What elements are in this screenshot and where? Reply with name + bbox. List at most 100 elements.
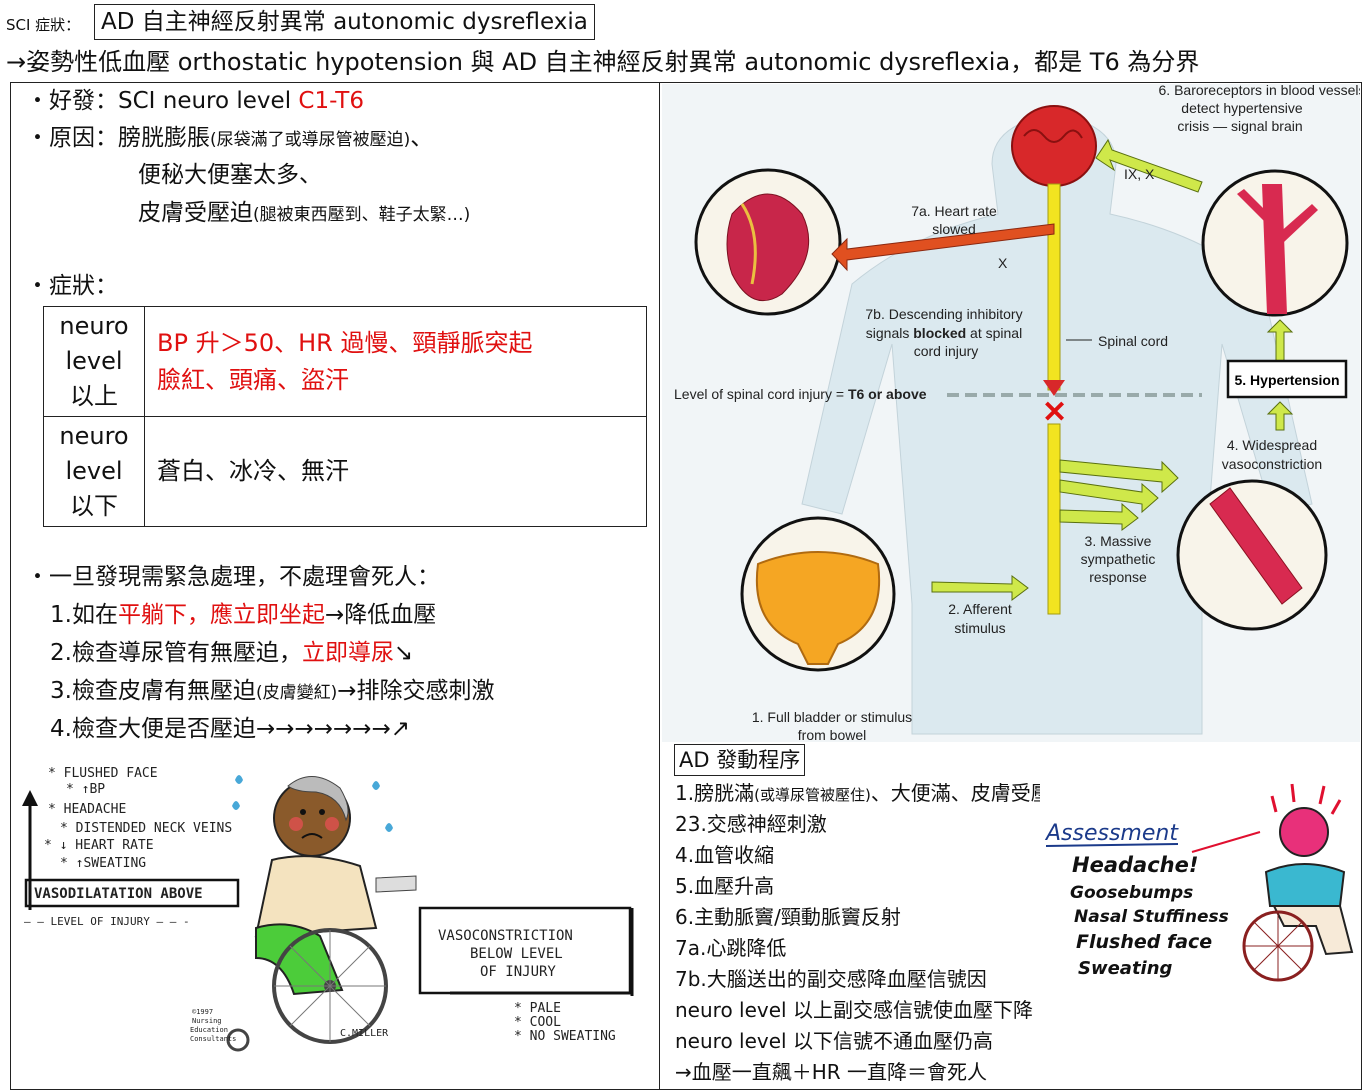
green-arrow-icon	[1095, 138, 1203, 193]
step-note: (皮膚變紅)	[255, 683, 338, 703]
assessment-sketch: Assessment Headache! Goosebumps Nasal St…	[1040, 776, 1360, 992]
emergency-step-1: 1.如在平躺下，應立即坐起→降低血壓	[50, 596, 436, 634]
diagram-label: detect hypertensive	[1181, 100, 1303, 116]
green-arrow-icon	[931, 575, 1029, 601]
cartoon-note: * ↓ HEART RATE	[44, 838, 154, 853]
green-arrow-icon	[1059, 459, 1179, 494]
page-subtitle: →姿勢性低血壓 orthostatic hypotension 與 AD 自主神…	[6, 48, 1200, 76]
onset-text: SCI neuro level	[118, 88, 299, 114]
assessment-title: Assessment	[1044, 821, 1179, 846]
sweat-drop-icon	[235, 775, 243, 784]
ad-step-conclusion: →血壓一直飆＋HR 一直降＝會死人	[675, 1060, 988, 1084]
onset-line: ・好發：SCI neuro level C1-T6	[26, 82, 364, 120]
ad-step-23: 23.交感神經刺激	[675, 812, 827, 836]
sketch-shirt	[1264, 863, 1346, 907]
cause-skin: 皮膚受壓迫	[138, 200, 253, 226]
diagram-label: sympathetic	[1081, 551, 1156, 567]
symptom-table: neuro level 以上 BP 升＞50、HR 過慢、頸靜脈突起 臉紅、頭痛…	[43, 306, 647, 527]
assessment-item: Nasal Stuffiness	[1074, 907, 1229, 927]
ad-pathway-diagram: ✕ 5. Hypertension 6. Baroreceptors in bl…	[662, 84, 1360, 742]
above-symptoms-line: BP 升＞50、HR 過慢、頸靜脈突起	[157, 328, 533, 357]
ad-step-7a: 7a.心跳降低	[675, 936, 787, 960]
vasoconstriction-label: VASOCONSTRICTION	[438, 928, 573, 944]
spinal-cord	[1047, 183, 1061, 391]
sketch-head	[1279, 807, 1329, 857]
vasoconstriction-label: OF INJURY	[480, 964, 556, 980]
column-divider	[659, 82, 660, 1090]
diagram-label: 1. Full bladder or stimulus	[752, 709, 912, 725]
ad-step-1: 1.膀胱滿(或導尿管被壓住)、大便滿、皮膚受壓迫	[675, 778, 1071, 811]
up-arrow-icon	[22, 790, 38, 806]
table-row: neuro level 以上 BP 升＞50、HR 過慢、頸靜脈突起 臉紅、頭痛…	[43, 306, 647, 417]
cartoon-note: * HEADACHE	[48, 802, 126, 817]
diagram-label: crisis — signal brain	[1177, 118, 1302, 134]
assessment-item: Headache!	[1072, 853, 1198, 877]
credit-text: Consultants	[190, 1035, 236, 1043]
desc-part: at spinal	[966, 325, 1022, 341]
cartoon-note: * DISTENDED NECK VEINS	[60, 821, 232, 836]
block-x-icon: ✕	[1042, 396, 1067, 429]
symptom-label: ・症狀：	[26, 273, 118, 299]
diagram-label: signals blocked at spinal	[866, 325, 1022, 341]
ad-step-note-above: neuro level 以上副交感信號使血壓下降	[675, 998, 1033, 1022]
step-highlight: 平躺下，應立即坐起	[117, 602, 325, 628]
cartoon-note: * FLUSHED FACE	[48, 766, 158, 781]
cartoon-note: * PALE	[514, 1001, 561, 1016]
sweat-drop-icon	[372, 781, 380, 790]
assessment-item: Goosebumps	[1070, 883, 1193, 903]
diagram-label: from bowel	[798, 727, 866, 742]
emergency-intro: ・一旦發現需緊急處理，不處理會死人：	[26, 564, 440, 590]
level-word: neuro	[59, 312, 129, 340]
vasoconstriction-label: BELOW LEVEL	[470, 946, 563, 962]
diagram-label: Spinal cord	[1098, 333, 1168, 349]
cause-label: ・原因：	[26, 125, 118, 151]
content-frame	[10, 82, 1362, 1090]
patient-shirt	[254, 855, 378, 938]
cartoon-note: * COOL	[514, 1015, 561, 1030]
diagram-label: 7a. Heart rate	[911, 203, 997, 219]
hypertension-label: 5. Hypertension	[1234, 372, 1339, 388]
diagram-label: response	[1089, 569, 1147, 585]
level-word: 以下	[70, 492, 118, 520]
injury-level-label: Level of spinal cord injury = T6 or abov…	[674, 386, 927, 402]
diagram-label: 3. Massive	[1085, 533, 1152, 549]
above-symptoms-cell: BP 升＞50、HR 過慢、頸靜脈突起 臉紅、頭痛、盜汗	[144, 306, 647, 417]
hypertension-box	[1226, 359, 1348, 399]
cause-line-3: 皮膚受壓迫(腿被東西壓到、鞋子太緊…)	[138, 194, 470, 234]
cause-comma: 、	[410, 125, 434, 151]
step-note: (或導尿管被壓住)	[754, 786, 871, 804]
diagram-label: 7b. Descending inhibitory	[865, 306, 1022, 322]
cause-constipation: 便秘大便塞太多、	[138, 162, 322, 188]
above-symptoms-line: 臉紅、頭痛、盜汗	[157, 365, 349, 394]
diagram-label: vasoconstriction	[1222, 456, 1322, 472]
step-text: 1.膀胱滿	[675, 781, 755, 805]
step-highlight: 立即導尿	[301, 640, 394, 666]
cause-skin-note: (腿被東西壓到、鞋子太緊…)	[253, 205, 471, 225]
assessment-item: Sweating	[1078, 958, 1173, 979]
emergency-step-3: 3.檢查皮膚有無壓迫(皮膚變紅)→排除交感刺激	[50, 672, 495, 712]
credit-text: Education	[190, 1026, 228, 1034]
cause-bladder: 膀胱膨脹	[118, 125, 210, 151]
level-bold: T6 or above	[848, 386, 927, 402]
green-arrow-icon	[1059, 502, 1139, 531]
ad-step-5: 5.血壓升高	[675, 874, 775, 898]
diagram-label: 6. Baroreceptors in blood vessels	[1159, 84, 1361, 98]
page-title: AD 自主神經反射異常 autonomic dysreflexia	[94, 4, 595, 40]
credit-text: Nursing	[192, 1017, 222, 1025]
artist-signature: C.MILLER	[340, 1028, 389, 1039]
green-arrow-icon	[1059, 479, 1159, 514]
header-prefix: SCI 症狀：	[6, 16, 81, 34]
level-part: Level of spinal cord injury =	[674, 386, 848, 402]
diagram-label: cord injury	[914, 343, 979, 359]
onset-label: ・好發：	[26, 88, 118, 114]
cartoon-note: * NO SWEATING	[514, 1029, 616, 1044]
desc-part: signals	[866, 325, 913, 341]
step-text: 1.如在	[50, 602, 118, 628]
diagram-label: 2. Afferent	[948, 601, 1012, 617]
wheelchair-cartoon: * FLUSHED FACE * ↑BP * HEADACHE * DISTEN…	[22, 766, 634, 1052]
cause-line-1: ・原因：膀胱膨脹(尿袋滿了或導尿管被壓迫)、	[26, 119, 433, 159]
emergency-step-4: 4.檢查大便是否壓迫→→→→→→→↗	[50, 716, 411, 742]
assessment-item: Flushed face	[1076, 931, 1212, 953]
sweat-drop-icon	[232, 801, 240, 810]
credit-text: ©1997	[192, 1008, 213, 1016]
